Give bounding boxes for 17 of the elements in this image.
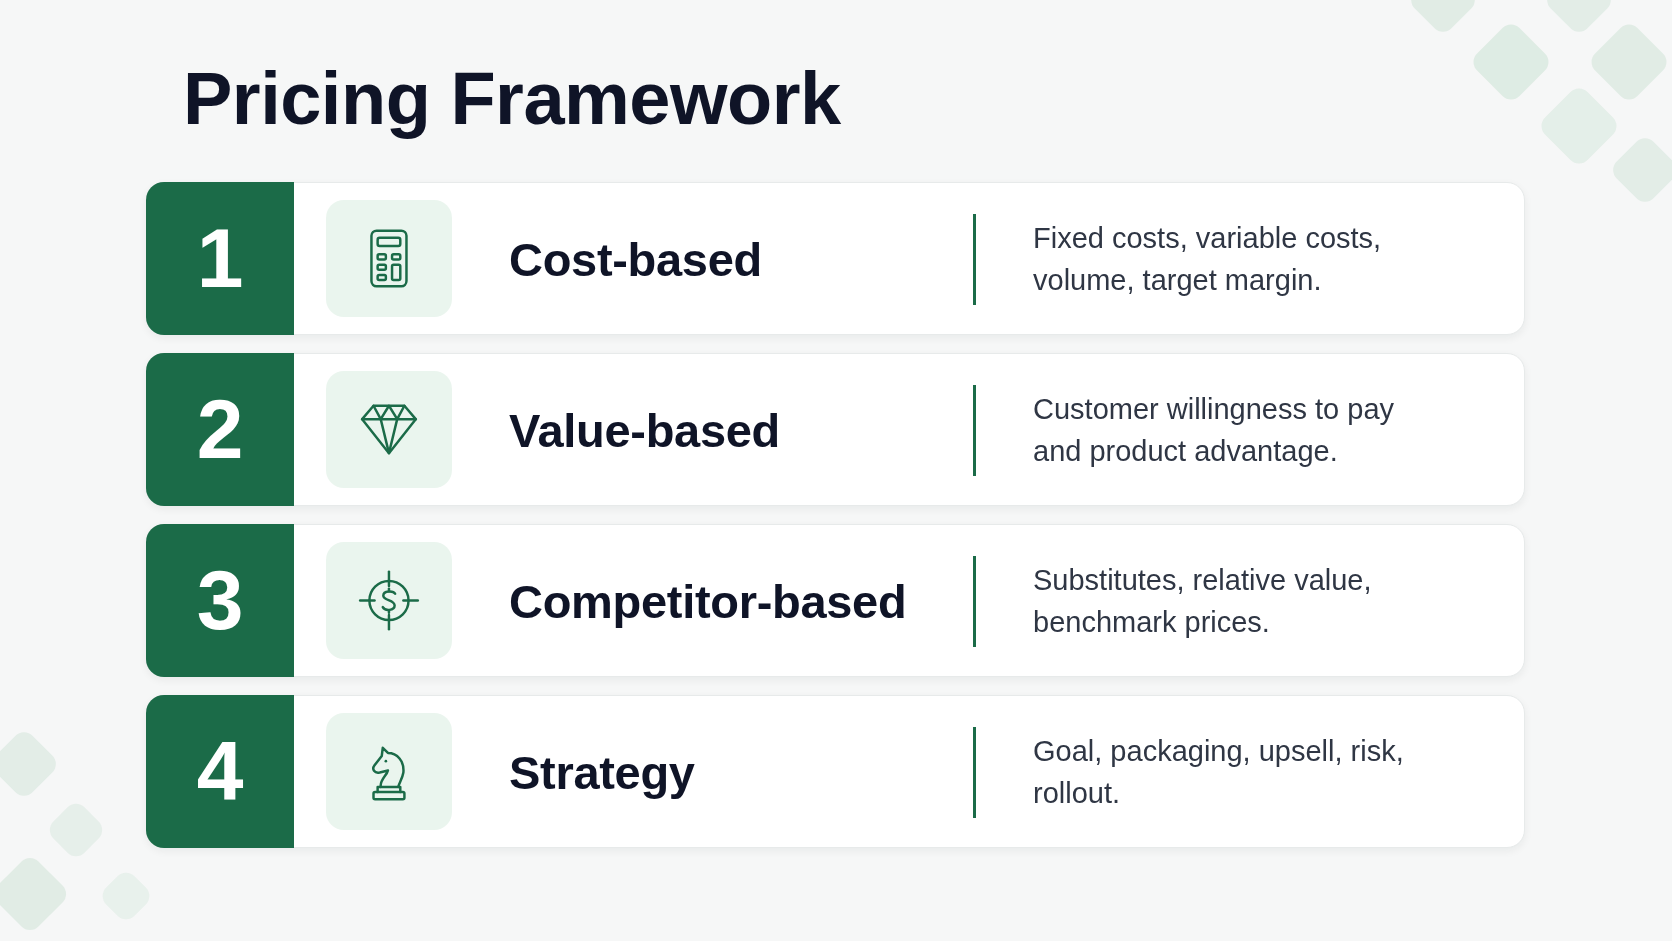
step-description: Fixed costs, variable costs, volume, target margin. [1033,220,1383,298]
page-title: Pricing Framework [183,58,841,140]
step-card [146,182,1525,335]
step-number: 3 [146,524,294,677]
step-description: Customer willingness to pay and product advantage. [1033,391,1396,469]
step-number: 4 [146,695,294,848]
step-title: Value-based [509,402,780,457]
step-title: Cost-based [509,231,762,286]
step-number: 1 [146,182,294,335]
step-number: 2 [146,353,294,506]
step-description: Goal, packaging, upsell, risk, rollout. [1033,733,1405,811]
step-title: Strategy [509,744,695,799]
step-card [146,524,1525,677]
step-title: Competitor-based [509,573,907,628]
step-description: Substitutes, relative value, benchmark prices. [1033,562,1373,640]
step-card [146,353,1525,506]
step-card [146,695,1525,848]
